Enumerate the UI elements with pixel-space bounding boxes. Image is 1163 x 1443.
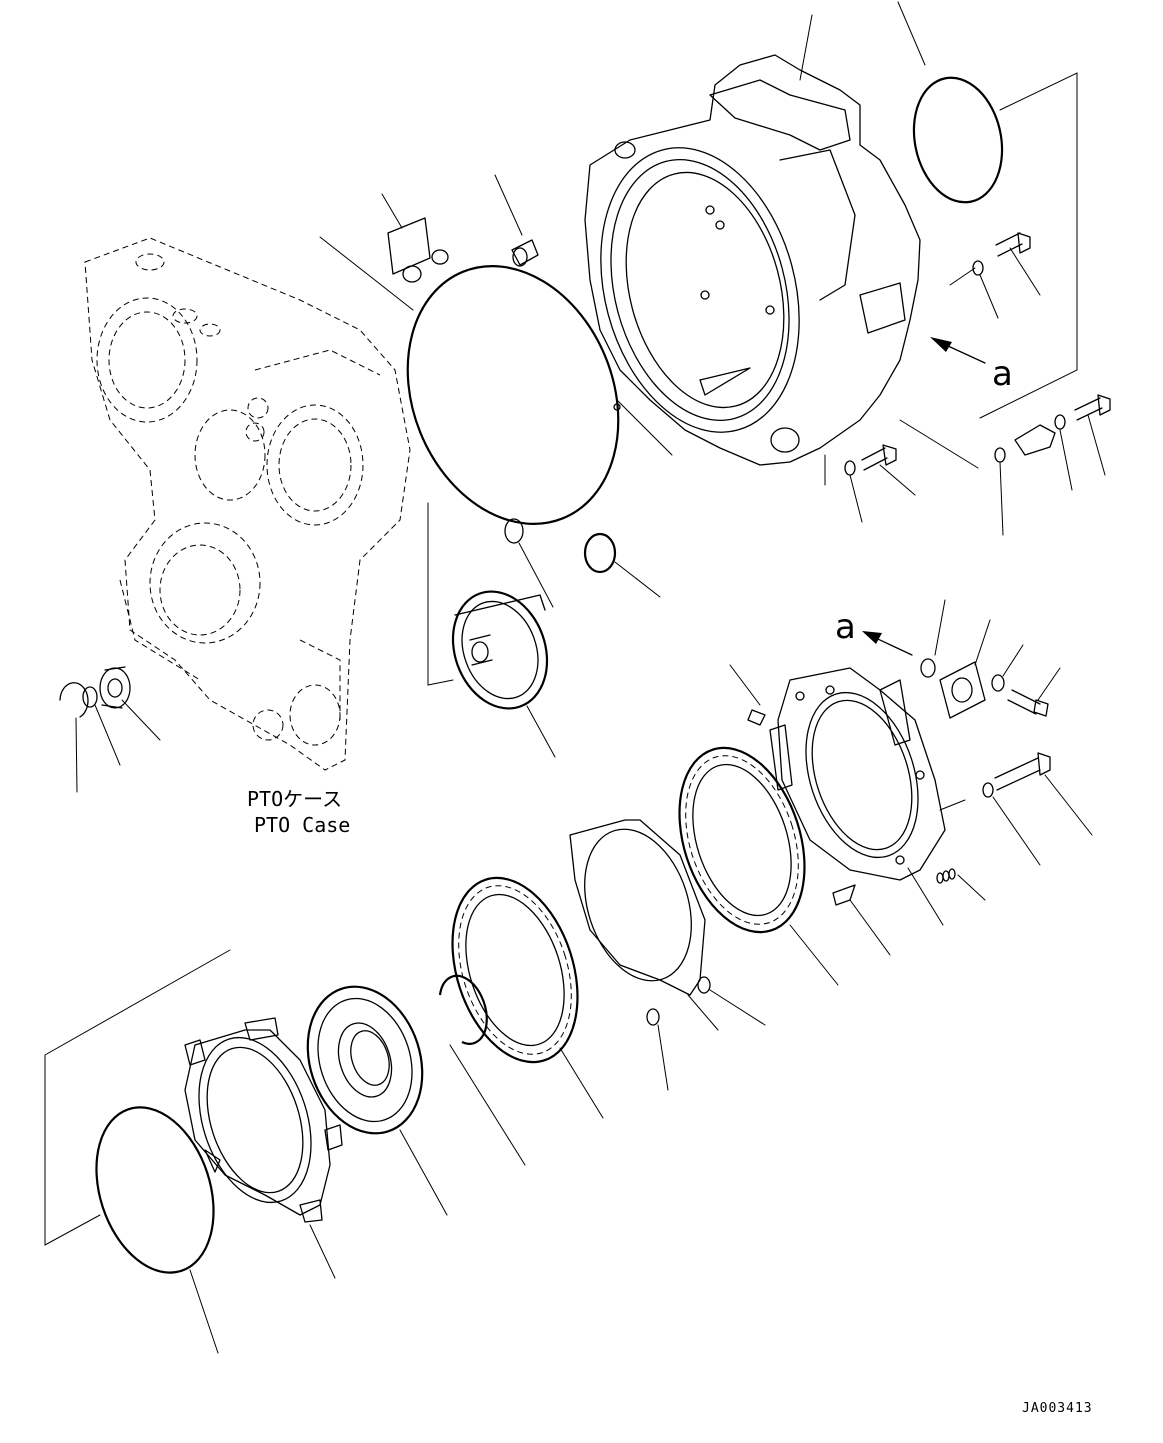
pto-case-ghost (84, 237, 411, 771)
washer-2 (1054, 414, 1066, 430)
pto-case-label-jp: PTOケース (247, 787, 342, 811)
washer-left (82, 686, 98, 708)
clutch-hub (306, 985, 424, 1135)
friction-disc-2 (451, 876, 579, 1064)
clutch-housing (584, 54, 921, 466)
clutch-retainer (769, 667, 946, 881)
plug (494, 174, 539, 267)
bolt-4 (1007, 689, 1049, 717)
snap-ring-left (59, 682, 89, 718)
view-a-label-top: a (992, 354, 1013, 394)
bearing-left (99, 666, 131, 709)
bolt-5 (994, 752, 1051, 791)
snap-ring (438, 974, 488, 1045)
gear-with-shaft (451, 590, 549, 710)
port-cover (939, 661, 986, 719)
washer-3 (994, 447, 1006, 463)
oring-small-2 (583, 532, 617, 574)
bolt-3 (861, 444, 897, 471)
pin-top (747, 709, 766, 726)
arrow-a-mid (862, 631, 913, 656)
view-a-label-mid: a (835, 607, 856, 647)
clip-bracket (1014, 424, 1056, 456)
oring-port (920, 658, 936, 678)
bolt-2 (1074, 394, 1111, 421)
retaining-clip-2 (646, 1008, 660, 1026)
separator-plate (569, 819, 706, 996)
washer-4 (844, 460, 856, 476)
shim-bracket (381, 193, 449, 283)
arrow-a-top (930, 337, 986, 364)
washer-1 (972, 260, 984, 276)
bolt-1 (995, 232, 1031, 257)
friction-disc-1 (678, 746, 806, 934)
piston-housing (184, 1017, 343, 1223)
washer-5 (991, 674, 1005, 692)
large-gasket (406, 265, 620, 525)
washer-6 (982, 782, 994, 798)
pto-case-label-en: PTO Case (254, 813, 350, 837)
oring-large-top (912, 76, 1004, 204)
oring-large-bottom (95, 1106, 215, 1274)
drawing-code: JA003413 (1022, 1401, 1093, 1416)
oring-small-1 (504, 518, 524, 544)
spring-set (936, 868, 986, 901)
retaining-clip-1 (697, 976, 711, 994)
